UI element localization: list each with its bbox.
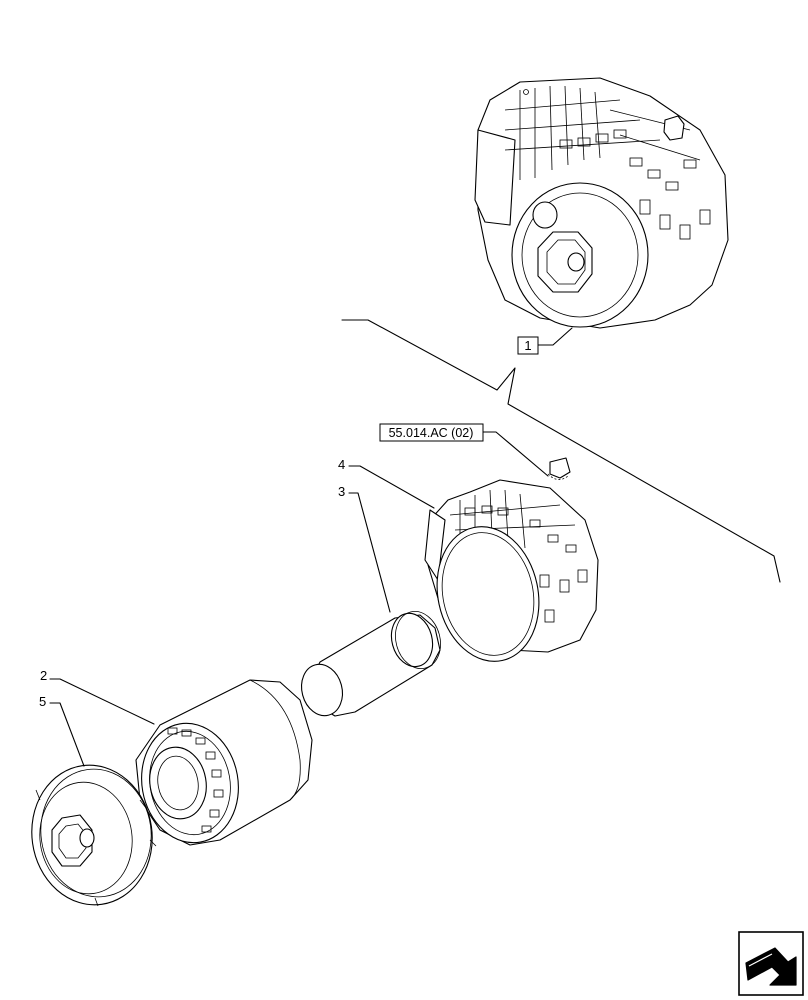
callout-reference-label: 55.014.AC (02): [389, 426, 474, 440]
safety-filter-element: [300, 611, 441, 717]
callout-item-1[interactable]: 1: [517, 327, 573, 355]
callout-label-4: 4: [338, 457, 345, 472]
end-cover: [31, 764, 157, 907]
vacuator-valve: [547, 457, 571, 480]
callout-label-5: 5: [39, 694, 46, 709]
callout-item-2[interactable]: 2: [40, 668, 155, 725]
group-divider-line: [341, 319, 781, 583]
callout-reference[interactable]: 55.014.AC (02): [379, 423, 549, 477]
primary-filter-element: [135, 679, 313, 846]
callout-item-3[interactable]: 3: [338, 484, 391, 613]
callout-item-5[interactable]: 5: [39, 694, 85, 767]
callout-item-4[interactable]: 4: [338, 457, 435, 509]
callout-label-2: 2: [40, 668, 47, 683]
next-page-arrow-icon[interactable]: [738, 931, 804, 996]
callout-label-3: 3: [338, 484, 345, 499]
callout-label-1: 1: [524, 338, 531, 353]
air-filter-assembly: [474, 77, 729, 329]
filter-housing: [424, 479, 599, 662]
